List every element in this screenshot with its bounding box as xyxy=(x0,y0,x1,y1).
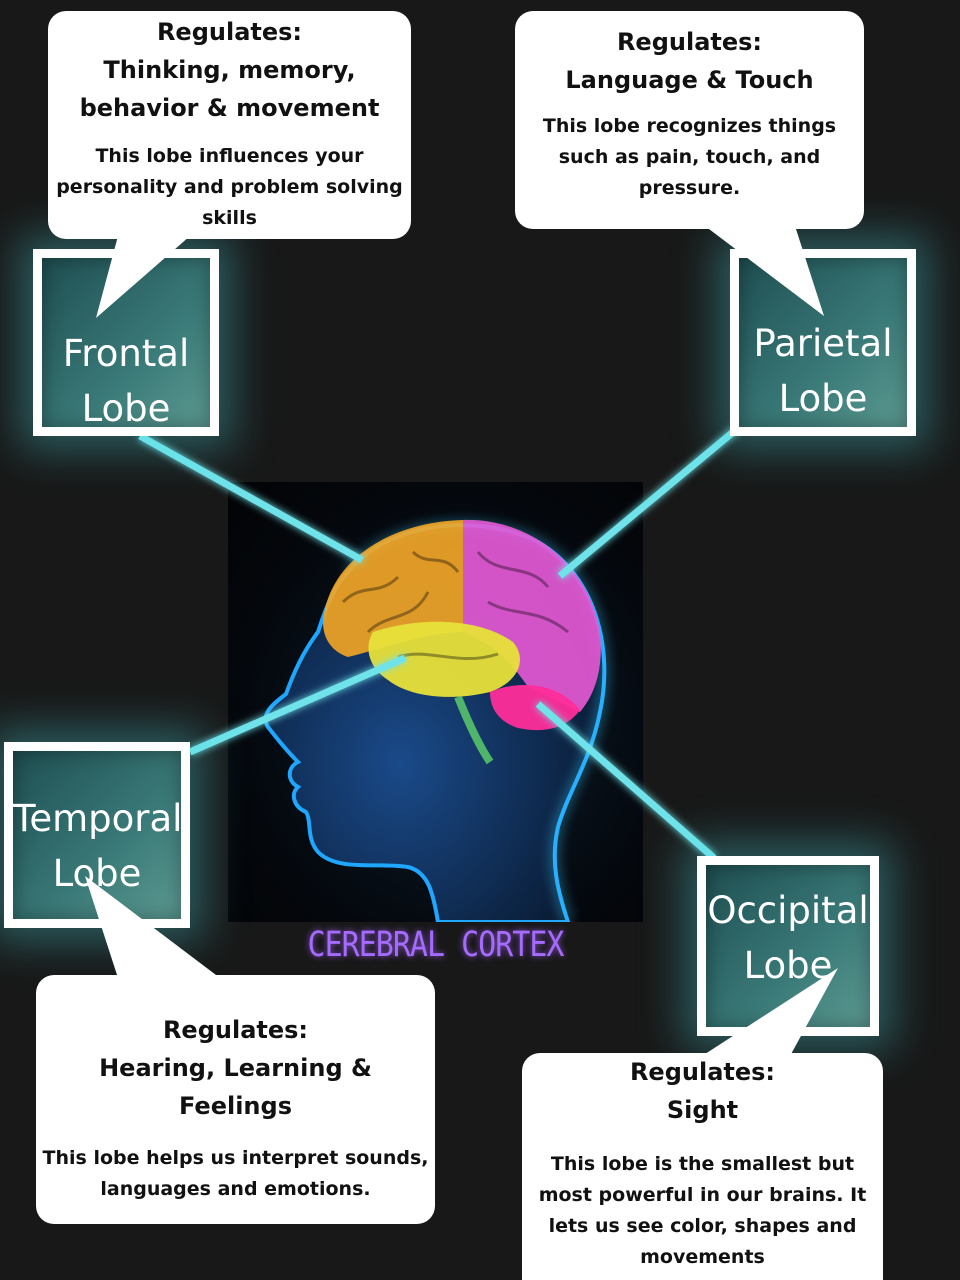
temporal-functions: Hearing, Learning & Feelings xyxy=(99,1054,372,1120)
parietal-description: This lobe recognizes things such as pain… xyxy=(542,115,837,199)
image-caption: CEREBRAL CORTEX xyxy=(307,925,565,966)
brain-folds xyxy=(341,550,569,661)
temporal-regulates-heading: Regulates: xyxy=(162,1016,309,1044)
parietal-functions: Language & Touch xyxy=(565,66,814,94)
parietal-label-line1: Parietal xyxy=(753,322,893,365)
temporal-label-line1: Temporal xyxy=(13,797,183,840)
brainstem xyxy=(454,695,494,765)
temporal-connector xyxy=(188,654,407,756)
occipital-label-line2: Lobe xyxy=(743,944,833,987)
frontal-callout-tail xyxy=(96,236,190,318)
frontal-label-line1: Frontal xyxy=(62,332,190,375)
temporal-callout: Regulates: Hearing, Learning & Feelings … xyxy=(36,975,435,1224)
frontal-functions-line2: behavior & movement xyxy=(79,94,380,122)
frontal-regulates-heading: Regulates: xyxy=(156,18,303,46)
frontal-description: This lobe influences your personality an… xyxy=(56,145,403,229)
parietal-connector xyxy=(557,425,741,579)
temporal-description: This lobe helps us interpret sounds, lan… xyxy=(42,1147,429,1200)
frontal-label-line2: Lobe xyxy=(81,387,171,430)
parietal-lobe-label: Parietal Lobe xyxy=(730,249,916,436)
parietal-label-line2: Lobe xyxy=(778,377,868,420)
parietal-callout: Regulates: Language & Touch This lobe re… xyxy=(515,11,864,229)
parietal-callout-tail xyxy=(705,226,824,316)
parietal-regulates-heading: Regulates: xyxy=(616,28,763,56)
temporal-region xyxy=(368,621,520,697)
temporal-callout-tail xyxy=(85,876,220,978)
occipital-callout: Regulates: Sight This lobe is the smalle… xyxy=(522,1053,883,1280)
frontal-connector xyxy=(138,432,364,564)
occipital-description: This lobe is the smallest but most power… xyxy=(538,1153,867,1268)
occipital-connector xyxy=(535,701,717,861)
occipital-label-line1: Occipital xyxy=(707,889,869,932)
occipital-functions: Sight xyxy=(666,1096,739,1124)
occipital-callout-tail xyxy=(702,968,838,1056)
occipital-regulates-heading: Regulates: xyxy=(629,1058,776,1086)
frontal-callout: Regulates: Thinking, memory, behavior & … xyxy=(48,11,411,239)
frontal-functions-line1: Thinking, memory, xyxy=(103,56,356,84)
